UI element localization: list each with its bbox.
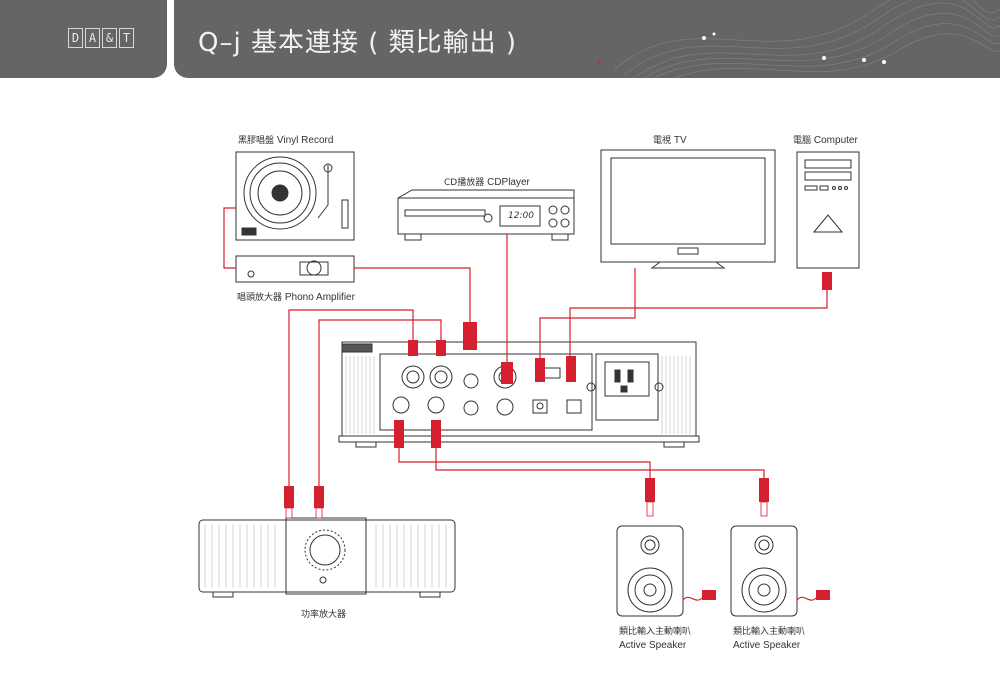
- computer-label: 電腦 Computer: [793, 133, 858, 146]
- signal-cables: [223, 207, 828, 601]
- speaker-right-icon: [730, 525, 798, 617]
- logo-letter-a: A: [85, 28, 100, 48]
- header-wave-decoration: [597, 0, 1000, 78]
- vinyl-label-en: Vinyl Record: [276, 135, 334, 146]
- computer-icon: [796, 151, 860, 269]
- speaker-left-icon: [616, 525, 684, 617]
- amp-label: 功率放大器: [301, 610, 347, 620]
- speaker-right-label-zh: 類比輸入主動喇叭: [733, 627, 806, 637]
- tv-label-zh: 電視: [653, 136, 672, 146]
- speaker-right-label-en: Active Speaker: [733, 640, 801, 651]
- speaker-right-label: 類比輸入主動喇叭 Active Speaker: [733, 626, 805, 652]
- header-right-panel: [174, 0, 1000, 78]
- power-amplifier-icon: [198, 517, 456, 598]
- tv-label: 電視 TV: [653, 133, 687, 146]
- cd-label-en: CDPlayer: [487, 177, 530, 188]
- vinyl-label: 黑膠唱盤 Vinyl Record: [238, 133, 333, 146]
- cd-label-zh: CD播放器: [444, 178, 485, 188]
- page-title: Q–j 基本連接 ( 類比輸出 ): [198, 28, 518, 58]
- computer-label-zh: 電腦: [793, 136, 812, 146]
- speaker-left-label-en: Active Speaker: [619, 640, 687, 651]
- brand-logo: D A & T: [68, 28, 134, 48]
- phono-label: 唱頭放大器 Phono Amplifier: [237, 290, 355, 303]
- cd-label: CD播放器 CDPlayer: [444, 175, 530, 188]
- dac-rear-panel-icon: [338, 341, 700, 448]
- tv-label-en: TV: [673, 135, 687, 146]
- turntable-icon: [235, 151, 355, 241]
- speaker-left-label-zh: 類比輸入主動喇叭: [619, 627, 692, 637]
- tv-icon: [600, 149, 776, 269]
- speaker-left-label: 類比輸入主動喇叭 Active Speaker: [619, 626, 691, 652]
- phono-label-en: Phono Amplifier: [284, 292, 355, 303]
- logo-letter-amp: &: [102, 28, 117, 48]
- computer-label-en: Computer: [813, 135, 858, 146]
- vinyl-label-zh: 黑膠唱盤: [238, 136, 275, 146]
- phono-label-zh: 唱頭放大器: [237, 293, 283, 303]
- cable-connectors: [284, 272, 832, 600]
- logo-letter-d: D: [68, 28, 83, 48]
- logo-letter-t: T: [119, 28, 134, 48]
- cd-display-text: 12:00: [508, 211, 534, 221]
- cd-player-icon: [397, 189, 575, 241]
- header-left-panel: D A & T: [0, 0, 167, 78]
- phono-amplifier-icon: [235, 255, 355, 283]
